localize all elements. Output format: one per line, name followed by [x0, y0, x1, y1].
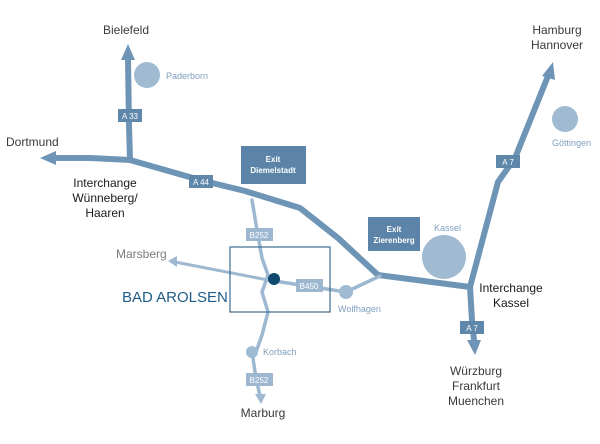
town-circle-goettingen [552, 106, 578, 132]
town-label-paderborn: Paderborn [166, 71, 208, 81]
city-label-bielefeld: Bielefeld [103, 23, 149, 37]
road-a7-north [467, 73, 551, 290]
arrowhead-icon [255, 394, 266, 404]
road-shield-a44: A 44 [189, 175, 213, 188]
svg-text:A 7: A 7 [502, 158, 514, 167]
road-shield-b450: B450 [296, 279, 323, 292]
town-circle-kassel [422, 235, 466, 279]
svg-text:Interchange: Interchange [479, 281, 543, 295]
road-a33 [125, 55, 133, 163]
road-b450 [266, 274, 382, 294]
svg-text:Interchange: Interchange [73, 176, 137, 190]
road-shield-b252-north: B252 [246, 228, 273, 241]
road-a44-west [52, 155, 133, 163]
town-circle-korbach [246, 346, 258, 358]
town-label-kassel: Kassel [434, 223, 461, 233]
svg-text:Exit: Exit [266, 155, 281, 164]
map-title-bad-arolsen: BAD AROLSEN [122, 289, 228, 306]
town-label-wolfhagen: Wolfhagen [338, 304, 381, 314]
town-circle-paderborn [134, 62, 160, 88]
bad-arolsen-frame [229, 246, 331, 313]
city-label-muenchen: Muenchen [448, 394, 504, 408]
interchange-label-wuennenberg: Interchange Wünneberg/ Haaren [72, 176, 138, 220]
svg-text:B450: B450 [300, 282, 319, 291]
city-label-frankfurt: Frankfurt [452, 379, 501, 393]
road-marsberg [173, 260, 270, 282]
road-shield-a33: A 33 [118, 109, 142, 122]
exit-box-diemelstadt: Exit Diemelstadt [241, 146, 306, 184]
svg-text:Diemelstadt: Diemelstadt [250, 166, 296, 175]
svg-text:B252: B252 [250, 231, 269, 240]
exit-box-zierenberg: Exit Zierenberg [368, 217, 420, 251]
arrowhead-icon [542, 62, 555, 80]
svg-text:Haaren: Haaren [85, 206, 124, 220]
svg-text:A 44: A 44 [193, 178, 210, 187]
svg-text:Kassel: Kassel [493, 296, 529, 310]
city-label-hamburg: Hamburg [532, 23, 581, 37]
svg-text:B252: B252 [250, 376, 269, 385]
arrowhead-icon [121, 44, 135, 60]
city-label-marburg: Marburg [241, 406, 286, 420]
town-label-goettingen: Göttingen [552, 138, 591, 148]
location-dot-icon[interactable] [268, 273, 280, 285]
city-label-hannover: Hannover [531, 38, 583, 52]
arrowhead-icon [467, 340, 481, 355]
road-shield-a7-south: A 7 [460, 321, 484, 334]
svg-text:Zierenberg: Zierenberg [373, 236, 414, 245]
road-shield-b252-south: B252 [246, 373, 273, 386]
arrowhead-icon [40, 151, 56, 165]
town-circle-wolfhagen [339, 285, 353, 299]
city-label-dortmund: Dortmund [6, 135, 59, 149]
svg-text:A 7: A 7 [466, 324, 478, 333]
road-shield-a7-north: A 7 [496, 155, 520, 168]
city-label-marsberg: Marsberg [116, 247, 167, 261]
city-label-wuerzburg: Würzburg [450, 364, 502, 378]
svg-text:Exit: Exit [387, 225, 402, 234]
town-label-korbach: Korbach [263, 347, 297, 357]
interchange-label-kassel: Interchange Kassel [479, 281, 543, 310]
svg-text:Wünneberg/: Wünneberg/ [72, 191, 138, 205]
svg-text:A 33: A 33 [122, 112, 139, 121]
arrowhead-icon [168, 256, 177, 267]
